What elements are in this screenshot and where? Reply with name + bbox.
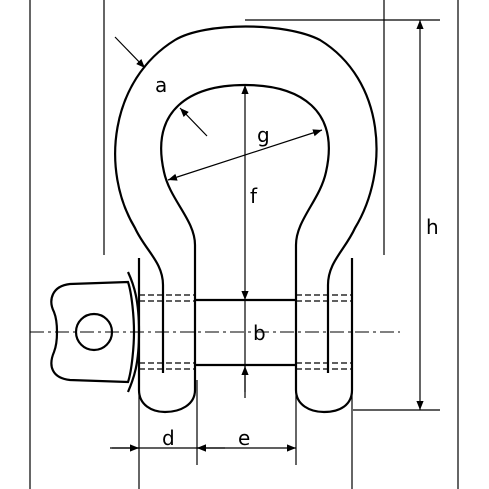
dim-a-arrow-inner [179, 107, 208, 137]
pin-head-eye [50, 280, 136, 384]
dim-label-b: b [253, 321, 266, 345]
pin-hidden-lines [139, 294, 352, 370]
extension-lines [29, 0, 459, 489]
dim-label-g: g [257, 123, 270, 147]
pin-head-collar [126, 271, 141, 393]
dim-label-e: e [238, 426, 250, 450]
dim-label-f: f [250, 184, 258, 208]
dim-label-a: a [155, 73, 167, 97]
dim-label-h: h [426, 215, 439, 239]
dim-a-arrow-outer [114, 36, 146, 69]
shackle-bow-outline [114, 25, 378, 373]
pin-eye-hole [74, 312, 114, 352]
right-leg [294, 258, 354, 414]
left-leg [137, 258, 197, 414]
dim-label-d: d [162, 426, 175, 450]
